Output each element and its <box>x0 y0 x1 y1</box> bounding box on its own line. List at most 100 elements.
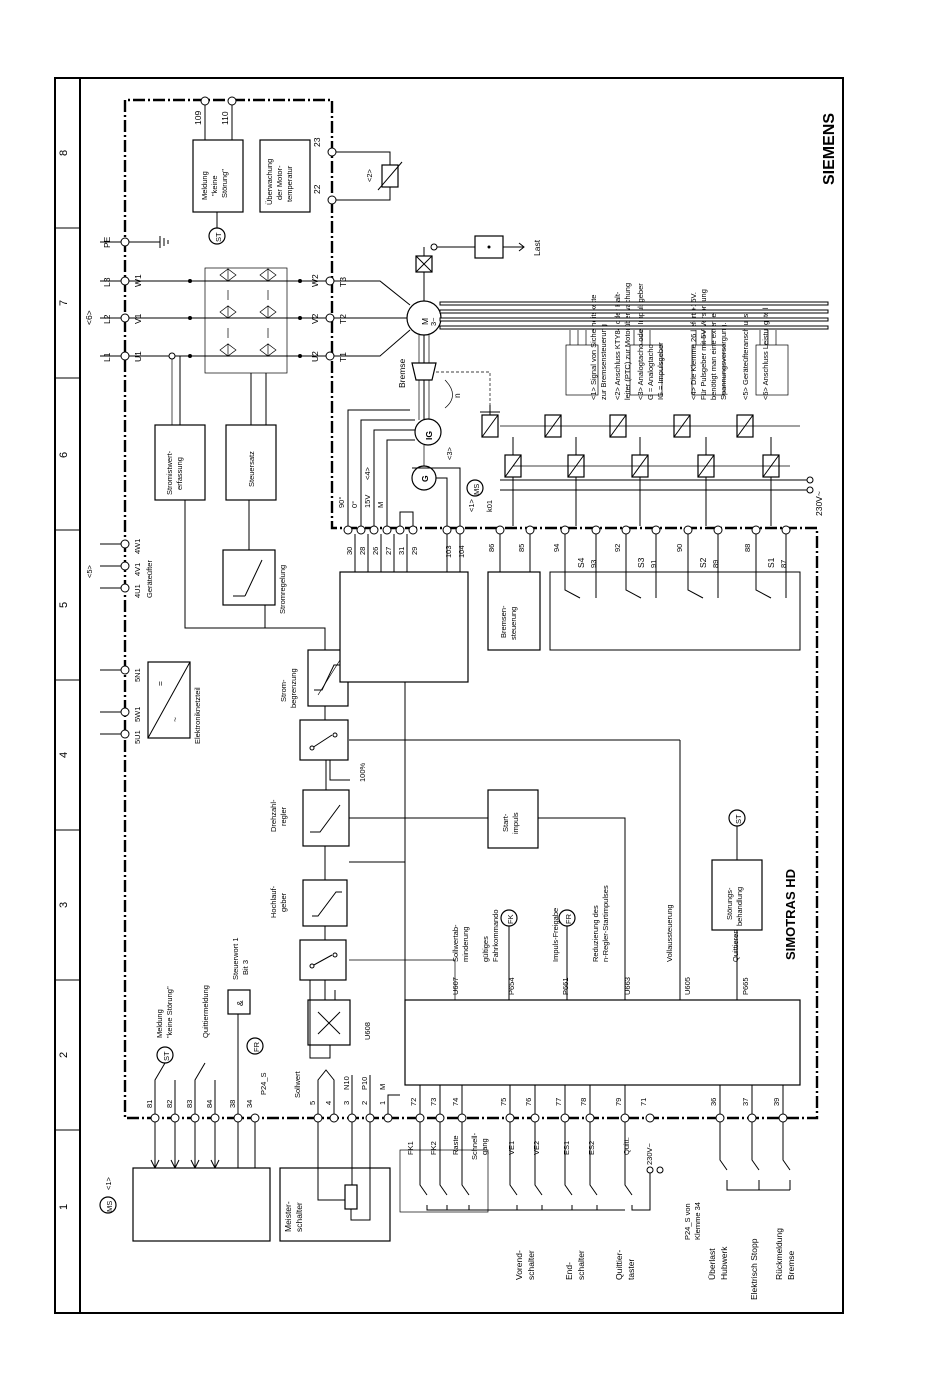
el-5w1: 5W1 <box>133 707 142 722</box>
param-p654-line2: Fahrkommando <box>491 909 500 962</box>
term-87: 87 <box>779 560 788 568</box>
param-u663-line1: Reduzierung des <box>591 905 600 962</box>
term-23: 23 <box>312 137 322 147</box>
bottom-ueberlast-line1: Überlast <box>707 1248 717 1280</box>
param-u607-line1: Sollwertab- <box>451 924 460 962</box>
load-label: Last <box>532 239 542 256</box>
term-73: 73 <box>429 1098 438 1106</box>
in-ve2: VE2 <box>532 1141 541 1155</box>
enc-label-note4: <4> <box>363 466 372 480</box>
label-n10: N10 <box>342 1076 351 1090</box>
term-89: 89 <box>711 560 720 568</box>
term-90: 90 <box>675 544 684 552</box>
term-76: 76 <box>524 1098 533 1106</box>
sollwert-label: Sollwert <box>293 1070 302 1098</box>
fr-label-2: FR <box>564 913 573 924</box>
column-markers: 1 2 3 4 5 6 7 8 <box>55 150 80 1210</box>
note-3b: G = Analogtacho <box>646 344 655 400</box>
setpoint-terminals: Sollwert 5 4 3 2 1 N10 P10 M Meister- sc… <box>279 1069 400 1242</box>
drehzahlregler-line1: Drehzahl- <box>269 799 278 832</box>
label-l3: L3 <box>102 277 112 287</box>
term-110: 110 <box>220 111 230 125</box>
param-u607-line2: minderung <box>461 927 470 962</box>
param-p665-line1: Quittieren <box>731 929 740 962</box>
meldung-relay: 109 110 Meldung "keine Störung" ST <box>192 96 244 245</box>
term-82: 82 <box>165 1100 174 1108</box>
column-1: 1 <box>58 1204 70 1210</box>
term-104: 104 <box>457 545 466 558</box>
param-u663-line2: n-Regler-Startimpulses <box>601 885 610 962</box>
ms-signal-icon-left <box>99 1196 117 1214</box>
fan-4v1: 4V1 <box>133 563 142 576</box>
stoerung-line1: Störungs- <box>725 887 734 920</box>
term-30: 30 <box>345 547 354 555</box>
term-31: 31 <box>397 547 406 555</box>
label-note6: <6> <box>84 310 94 325</box>
enc-label-15v: 15V <box>363 495 372 508</box>
supply-230v: 230V~ <box>814 491 824 516</box>
bottom-p24-line1: P24_S von <box>683 1203 692 1240</box>
steuersatz-label: Steuersatz <box>247 451 256 487</box>
term-83: 83 <box>185 1100 194 1108</box>
column-3: 3 <box>58 902 70 908</box>
motor-outputs: U2 V2 W2 T1 T2 T3 <box>310 274 411 362</box>
term-39: 39 <box>772 1098 781 1106</box>
term-109: 109 <box>193 111 203 125</box>
el-dc-symbol: = <box>155 681 165 686</box>
term-29: 29 <box>410 547 419 555</box>
term-79: 79 <box>614 1098 623 1106</box>
sheet-frame <box>54 77 844 1314</box>
column-4: 4 <box>58 752 70 758</box>
note-2a: <2> Anschluss KTY84 oder Kalt- <box>613 291 622 400</box>
term-72: 72 <box>409 1098 418 1106</box>
label-w2: W2 <box>310 274 320 287</box>
term-36: 36 <box>709 1098 718 1106</box>
mtemp-line3: temperatur <box>285 165 294 202</box>
fr-label: FR <box>252 1041 261 1052</box>
st-label-2: ST <box>734 814 743 824</box>
enc-label-m: M <box>376 502 385 508</box>
param-p665: P665 <box>741 977 750 995</box>
steuerwort-line1: Steuerwort 1 <box>231 937 240 980</box>
device-boundary <box>123 98 819 1120</box>
footnotes: <1> Signal von Sicherheitskette zur Brem… <box>589 283 770 400</box>
term-3: 3 <box>342 1101 351 1105</box>
bottom-rueckmeldung-line1: Rückmeldung <box>774 1228 784 1280</box>
stromist-line1: Stromistwert- <box>165 450 174 495</box>
term-78: 78 <box>579 1098 588 1106</box>
mtemp-line2: der Motor- <box>275 165 284 200</box>
term-94: 94 <box>552 544 561 552</box>
term-28: 28 <box>358 547 367 555</box>
encoder-note3: <3> <box>445 446 454 460</box>
fan-supply: <5> 4U1 4V1 4W1 Geräteüfter <box>85 539 154 598</box>
motor-temperature: Überwachung der Motor- temperatur 22 23 … <box>259 137 403 213</box>
label-l1: L1 <box>102 352 112 362</box>
motor: M 3~ Last Bremse n IG G <3> <box>397 235 542 491</box>
note-1b: zur Bremsensteuerung <box>599 324 608 400</box>
startimpuls-line1: Start- <box>501 813 510 832</box>
meldung-line2: "keine <box>210 175 219 196</box>
column-2: 2 <box>58 1052 70 1058</box>
note-3c: IG = Impulsgeber <box>656 342 665 400</box>
mtemp-line1: Überwachung <box>265 159 274 205</box>
startimpuls-line2: impuls <box>511 812 520 834</box>
param-p661: P661 <box>561 977 570 995</box>
bottom-end-line2: schalter <box>576 1250 586 1280</box>
meldung-label-line2: "keine Störung" <box>165 986 174 1038</box>
pulse-encoder-icon <box>414 418 442 446</box>
quittier-label: Quittiermeldung <box>201 985 210 1038</box>
term-91: 91 <box>649 560 658 568</box>
k01-label: k01 <box>485 500 494 512</box>
encoder-interface-box <box>339 571 469 683</box>
label-v2: V2 <box>310 313 320 324</box>
term-2: 2 <box>360 1101 369 1105</box>
bottom-p24-line2: Klemme 34 <box>693 1202 702 1240</box>
term-4: 4 <box>324 1101 333 1105</box>
in-ve1: VE1 <box>507 1141 516 1155</box>
term-1: 1 <box>378 1101 387 1105</box>
term-88: 88 <box>743 544 752 552</box>
param-p661-line1: Impuls-Freigabe <box>551 908 560 962</box>
term-38: 38 <box>228 1100 237 1108</box>
ms-note1-left: <1> <box>104 1176 113 1190</box>
